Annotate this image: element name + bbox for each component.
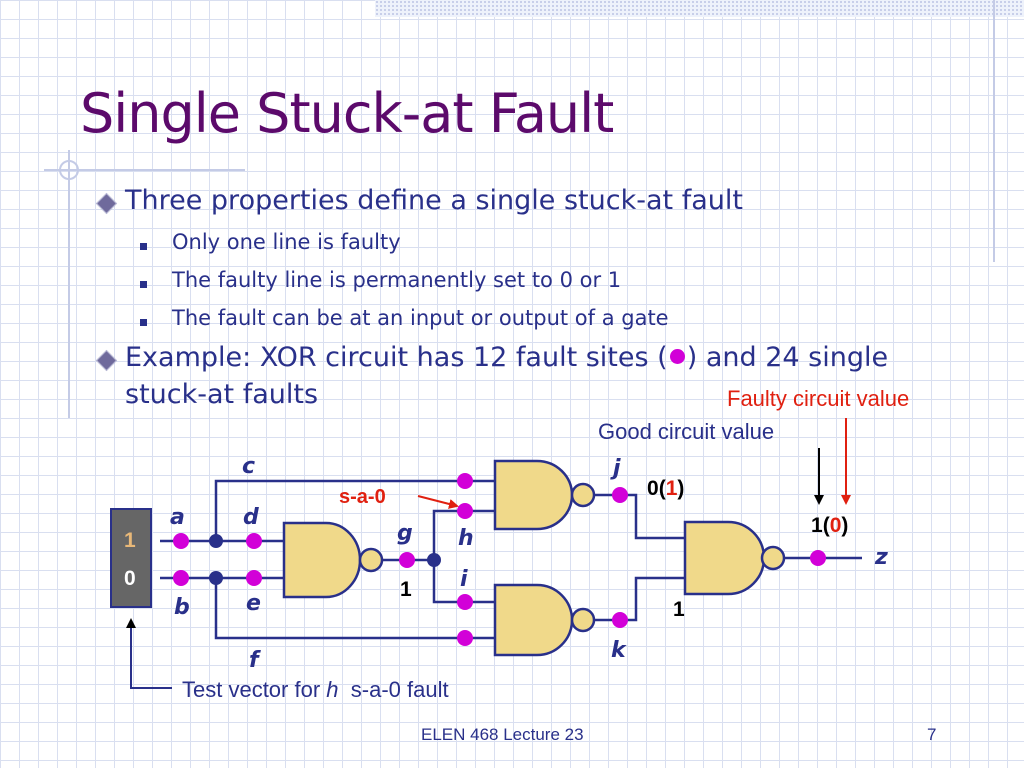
slide-frame-lines: [44, 0, 995, 418]
fault-site-f: [457, 630, 473, 646]
fanout-junctions: [209, 534, 441, 585]
sub-bullet-location: The fault can be at an input or output o…: [172, 306, 669, 330]
input-vector-box: [110, 508, 152, 608]
test-vector-text-post: s-a-0 fault: [350, 677, 449, 702]
test-vector-text-pre: Test vector for: [182, 677, 327, 702]
bullet-example-text-pre: Example: XOR circuit has 12 fault sites …: [125, 342, 668, 373]
bullet-example-line1: Example: XOR circuit has 12 fault sites …: [125, 342, 888, 373]
good-value-label: Good circuit value: [598, 419, 775, 444]
nand-gate-g-bubble: [358, 547, 384, 573]
decorative-dotted-band: [375, 0, 1024, 17]
value-z-good: 1: [811, 514, 823, 537]
net-label-i: i: [460, 567, 468, 592]
nand-gate-k: [493, 583, 574, 657]
fault-site-j: [612, 487, 628, 503]
net-label-a: a: [170, 505, 185, 530]
test-vector-net: h: [326, 677, 339, 702]
net-label-d: d: [243, 505, 259, 530]
sub-bullet-one-line: Only one line is faulty: [172, 230, 401, 254]
gates: [282, 459, 786, 657]
bullet-example-line2: stuck-at faults: [125, 379, 319, 410]
circuit-wires: [160, 479, 862, 640]
fault-site-k: [612, 612, 628, 628]
footer-page-number: 7: [927, 725, 937, 744]
fault-sites: [173, 473, 826, 646]
fault-label: s-a-0: [339, 486, 386, 508]
fault-site-a: [173, 533, 189, 549]
fault-site-e: [246, 570, 262, 586]
net-label-b: b: [174, 595, 190, 620]
fault-site-legend-icon: [669, 349, 685, 364]
net-label-h: h: [458, 526, 474, 551]
net-label-e: e: [246, 591, 261, 616]
bullet-properties: Three properties define a single stuck-a…: [125, 185, 743, 216]
faulty-value-label: Faulty circuit value: [727, 386, 910, 411]
net-label-k: k: [611, 638, 626, 663]
footer-course: ELEN 468 Lecture 23: [421, 725, 584, 744]
fault-site-c: [457, 473, 473, 489]
fault-site-g: [399, 552, 415, 568]
fault-site-z: [810, 550, 826, 566]
value-g: 1: [400, 578, 412, 601]
net-label-j: j: [613, 456, 621, 481]
bullet-example-text-post: ) and 24 single: [686, 342, 889, 373]
net-label-c: c: [242, 454, 256, 479]
net-label-z: z: [875, 545, 888, 570]
test-vector-label: Test vector for h s-a-0 fault: [182, 677, 449, 703]
slide-title: Single Stuck-at Fault: [80, 82, 614, 145]
nand-gate-j: [493, 459, 574, 531]
sub-bullet-square-icon: [140, 281, 147, 288]
input-b-value: 0: [124, 567, 136, 590]
nand-gate-k-bubble: [570, 607, 596, 633]
nand-gate-j-bubble: [570, 482, 596, 508]
value-z: 1(0): [811, 514, 849, 537]
value-k: 1: [673, 598, 685, 621]
fault-site-d: [246, 533, 262, 549]
sub-bullet-permanent: The faulty line is permanently set to 0 …: [172, 268, 622, 292]
fault-site-b: [173, 570, 189, 586]
nand-gate-g: [282, 521, 362, 599]
fault-location-arrow: [417, 495, 459, 509]
value-j-faulty: 1: [665, 477, 678, 500]
fault-site-i: [457, 594, 473, 610]
net-label-g: g: [397, 521, 413, 546]
nand-gate-z-bubble: [760, 545, 786, 571]
input-a-value: 1: [124, 529, 136, 552]
value-j: 0(1): [647, 477, 685, 500]
value-z-faulty: 0: [829, 514, 842, 537]
value-j-good: 0: [647, 477, 659, 500]
net-label-f: f: [249, 648, 259, 673]
sub-bullet-square-icon: [140, 243, 147, 250]
sub-bullet-square-icon: [140, 319, 147, 326]
nand-gate-z: [683, 520, 766, 596]
test-vector-arrow: [126, 618, 172, 689]
fault-site-h: [457, 503, 473, 519]
